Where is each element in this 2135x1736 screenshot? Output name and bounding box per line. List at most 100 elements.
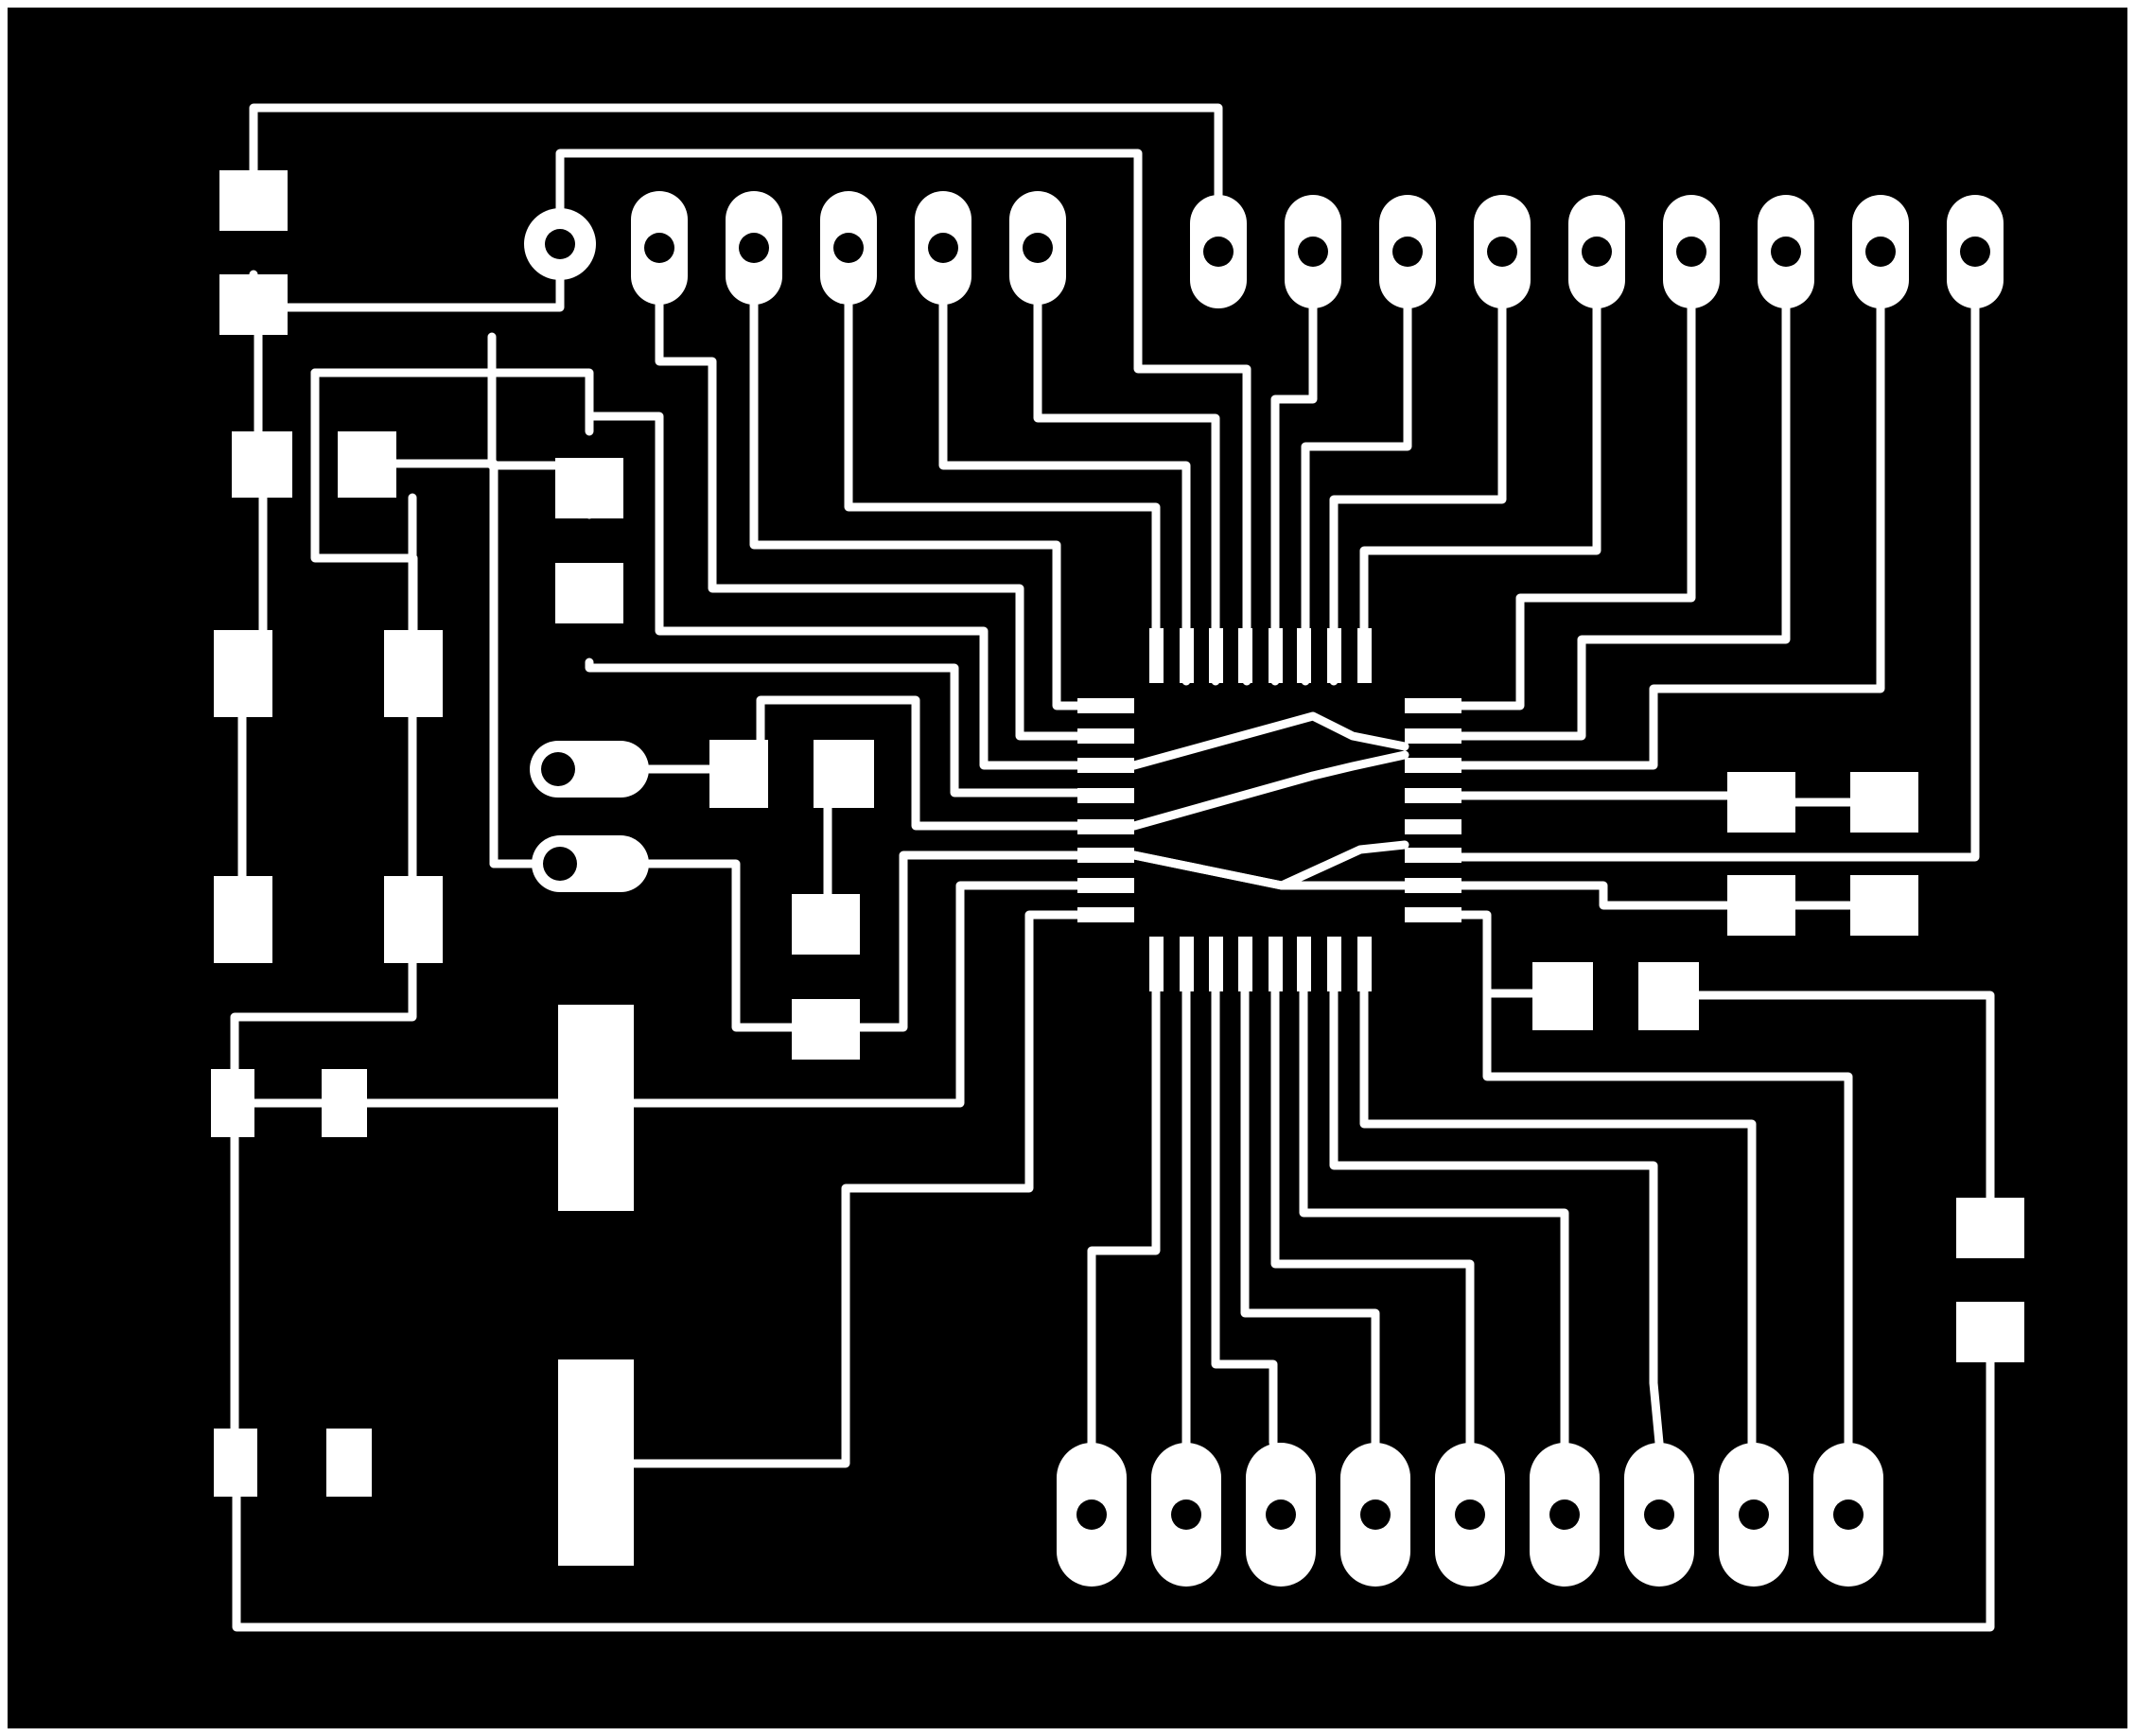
trace [1211, 987, 1278, 1447]
smd-pad [814, 740, 874, 808]
smd-pad [1269, 628, 1283, 683]
drill-hole [1266, 1499, 1296, 1530]
smd-pad [1727, 875, 1795, 936]
smd-pad [322, 1069, 367, 1137]
smd-pad [1405, 728, 1461, 744]
smd-pad [792, 999, 860, 1060]
drill-hole [1392, 237, 1423, 267]
smd-pad [1077, 788, 1134, 803]
smd-pad [1077, 907, 1134, 922]
trace [855, 850, 1132, 1032]
trace [1129, 850, 1466, 890]
smd-pad [1077, 698, 1134, 713]
trace [1457, 910, 1853, 1447]
smd-pad [1405, 907, 1461, 922]
smd-pad [1180, 628, 1194, 683]
drill-holes [541, 229, 1990, 1530]
smd-pad [1269, 937, 1283, 991]
drill-hole [545, 229, 575, 259]
drill-hole [1455, 1499, 1485, 1530]
drill-hole [1771, 237, 1801, 267]
trace [1329, 300, 1507, 686]
trace [1129, 711, 1409, 770]
smd-pad [1405, 878, 1461, 893]
trace [1299, 987, 1569, 1447]
trace [1457, 300, 1791, 741]
drill-hole [1644, 1499, 1674, 1530]
smd-pad [1077, 848, 1134, 863]
traces [230, 103, 1995, 1632]
smd-pad [1405, 848, 1461, 863]
drill-hole [1076, 1499, 1107, 1530]
trace [1457, 881, 1732, 910]
smd-pad [558, 1359, 634, 1566]
smd-pad [326, 1429, 372, 1497]
smd-pad [1357, 628, 1372, 683]
drill-hole [543, 847, 577, 881]
drill-hole [928, 233, 958, 263]
smd-pad [1405, 698, 1461, 713]
smd-pad [1180, 937, 1194, 991]
trace [844, 300, 1161, 633]
drill-hole [1023, 233, 1053, 263]
trace [1240, 987, 1380, 1447]
trace [585, 658, 1132, 798]
smd-pad [1405, 788, 1461, 803]
drill-hole [541, 752, 575, 786]
smd-pad [555, 458, 623, 518]
trace [251, 275, 565, 312]
drill-hole [1865, 237, 1896, 267]
smd-pad [1209, 628, 1223, 683]
drill-hole [1171, 1499, 1201, 1530]
smd-pad [214, 630, 272, 717]
smd-pad [1149, 937, 1164, 991]
smd-pad [1077, 878, 1134, 893]
trace [1129, 750, 1409, 831]
trace [230, 958, 417, 1074]
trace [588, 412, 1132, 770]
smd-pad [1327, 628, 1341, 683]
trace [1033, 300, 1220, 686]
trace [1087, 987, 1161, 1447]
trace [1329, 987, 1664, 1447]
drill-hole [1549, 1499, 1580, 1530]
smd-pad [214, 1429, 257, 1497]
smd-pad [384, 876, 443, 963]
smd-pad [1297, 937, 1311, 991]
trace [1457, 300, 1696, 710]
trace [655, 300, 1132, 741]
smd-pad [1297, 628, 1311, 683]
trace [1359, 987, 1757, 1447]
smd-pad [792, 894, 860, 955]
smd-pad [1405, 758, 1461, 773]
trace [1270, 987, 1475, 1447]
smd-pad [1638, 962, 1699, 1030]
trace [938, 300, 1191, 686]
smd-pad [1238, 628, 1252, 683]
smd-pad [214, 876, 272, 963]
drill-hole [1298, 237, 1328, 267]
smd-pad [1077, 758, 1134, 773]
trace [249, 103, 1223, 205]
smd-pad [232, 431, 292, 498]
trace [1457, 300, 1980, 862]
trace [232, 1358, 1995, 1632]
drill-hole [739, 233, 769, 263]
smd-pad [1532, 962, 1593, 1030]
smd-pad [555, 563, 623, 623]
drill-hole [1487, 237, 1517, 267]
smd-pad [211, 1069, 254, 1137]
drill-hole [1676, 237, 1706, 267]
trace [1301, 300, 1412, 686]
smd-pad [219, 274, 288, 335]
smd-pad [1850, 772, 1918, 833]
drill-hole [1360, 1499, 1391, 1530]
trace [1359, 300, 1601, 633]
smd-pad [338, 431, 396, 498]
trace [1270, 300, 1318, 686]
smd-pad [219, 170, 288, 231]
trace [644, 859, 796, 1032]
smd-pad [1077, 728, 1134, 744]
drill-hole [1960, 237, 1990, 267]
